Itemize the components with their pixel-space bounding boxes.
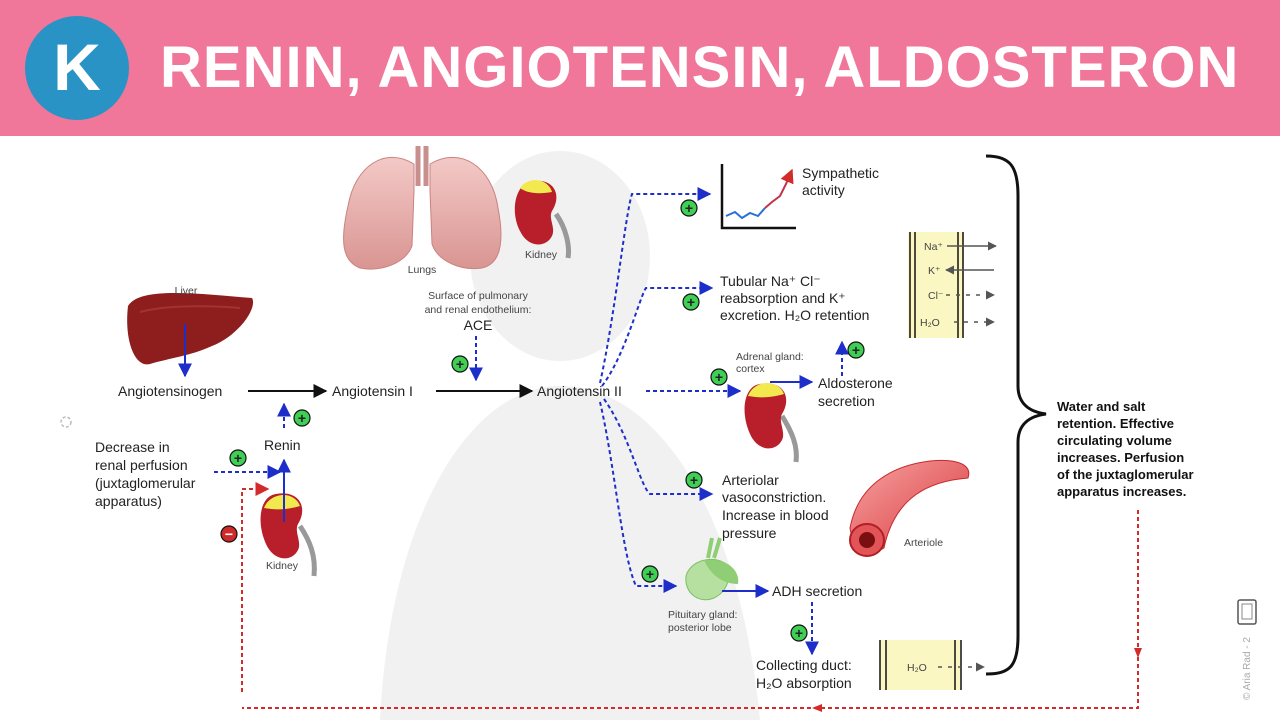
aldosterone-line1: Aldosterone <box>818 375 893 391</box>
svg-text:+: + <box>687 294 695 310</box>
copyright-watermark: © Aria Rad - 2 <box>1242 637 1253 700</box>
sympathetic-line1: Sympathetic <box>802 165 879 181</box>
adrenal-kidney-icon <box>744 382 799 463</box>
aldosterone-line2: secretion <box>818 393 875 409</box>
result-line2: retention. Effective <box>1057 416 1174 431</box>
lungs-icon <box>343 146 502 270</box>
feedback-loop-line <box>242 510 1139 709</box>
svg-text:−: − <box>225 526 233 542</box>
angiotensin2-branches <box>599 187 742 593</box>
minus-badge-feedback: − <box>220 525 238 543</box>
decrease-line2: renal perfusion <box>95 457 188 473</box>
page-title: RENIN, ANGIOTENSIN, ALDOSTERON <box>160 35 1240 100</box>
plus-badge-sympathetic: + <box>680 199 698 217</box>
pituitary-gland-icon <box>685 537 739 601</box>
arteriolar-line3: Increase in blood <box>722 507 829 523</box>
header-bar: K RENIN, ANGIOTENSIN, ALDOSTERON <box>0 0 1280 136</box>
lungs-label: Lungs <box>408 264 437 276</box>
svg-text:+: + <box>456 356 464 372</box>
feedback-to-kidney-arrow <box>241 482 270 692</box>
result-line6: apparatus increases. <box>1057 484 1186 499</box>
svg-text:+: + <box>298 410 306 426</box>
plus-badge-aldosterone: + <box>847 341 865 359</box>
svg-text:+: + <box>715 369 723 385</box>
plus-badge-adh: + <box>790 624 808 642</box>
surface-line1: Surface of pulmonary <box>428 290 529 302</box>
surface-line2: and renal endothelium: <box>425 304 532 316</box>
ion-k: K⁺ <box>928 265 941 277</box>
result-line1: Water and salt <box>1057 399 1146 414</box>
adrenal-line2: cortex <box>736 363 765 375</box>
ion-h2o-duct: H₂O <box>907 662 927 674</box>
pituitary-line2: posterior lobe <box>668 622 732 634</box>
renin-label: Renin <box>264 437 301 453</box>
angiotensinogen-label: Angiotensinogen <box>118 383 222 399</box>
kidney-top-icon <box>514 180 571 259</box>
tubule-ion-panel <box>908 232 997 338</box>
tubular-line2: reabsorption and K⁺ <box>720 290 846 306</box>
result-line4: increases. Perfusion <box>1057 450 1184 465</box>
kidney-bottom-label: Kidney <box>266 560 299 572</box>
tablet-icon[interactable] <box>1237 599 1257 625</box>
decrease-line1: Decrease in <box>95 439 170 455</box>
logo-k-icon: K <box>25 16 129 120</box>
logo-letter: K <box>53 30 101 104</box>
angiotensin2-label: Angiotensin II <box>537 383 622 399</box>
ion-h2o: H₂O <box>920 317 940 329</box>
sympathetic-graph-icon <box>720 164 796 230</box>
plus-badge-adrenal: + <box>710 368 728 386</box>
sympathetic-line2: activity <box>802 182 845 198</box>
ace-label: ACE <box>464 317 493 333</box>
ion-cl: Cl⁻ <box>928 290 944 302</box>
angiotensin1-label: Angiotensin I <box>332 383 413 399</box>
collecting-line1: Collecting duct: <box>756 657 852 673</box>
plus-badge-tubular: + <box>682 293 700 311</box>
plus-badge-pituitary: + <box>641 565 659 583</box>
svg-text:+: + <box>795 625 803 641</box>
feedback-down-arrowhead <box>1134 648 1142 658</box>
kidney-top-label: Kidney <box>525 249 558 261</box>
liver-label: Liver <box>175 285 198 297</box>
liver-icon <box>127 293 254 365</box>
kidney-bottom-icon <box>260 493 317 577</box>
arteriolar-line2: vasoconstriction. <box>722 489 826 505</box>
background-portrait <box>380 151 760 720</box>
plus-badge-ace: + <box>451 355 469 373</box>
ion-na: Na⁺ <box>924 241 943 253</box>
tubular-line1: Tubular Na⁺ Cl⁻ <box>720 273 821 289</box>
adh-label: ADH secretion <box>772 583 862 599</box>
svg-text:+: + <box>646 566 654 582</box>
arteriole-label: Arteriole <box>904 537 943 549</box>
tubular-line3: excretion. H₂O retention <box>720 307 869 323</box>
arteriole-icon <box>849 459 970 557</box>
adrenal-line1: Adrenal gland: <box>736 351 804 363</box>
plus-badge-renin: + <box>293 409 311 427</box>
arteriolar-line1: Arteriolar <box>722 472 779 488</box>
loading-spinner-icon <box>60 416 72 428</box>
duct-ion-panel <box>879 640 985 690</box>
svg-text:+: + <box>852 342 860 358</box>
svg-text:+: + <box>690 472 698 488</box>
result-line3: circulating volume <box>1057 433 1172 448</box>
arteriolar-line4: pressure <box>722 525 777 541</box>
pituitary-line1: Pituitary gland: <box>668 609 737 621</box>
diagram-area: Lungs Kidney Liver Surface of pulmonary … <box>0 136 1280 720</box>
collecting-line2: H₂O absorption <box>756 675 852 691</box>
summary-brace <box>985 154 1047 676</box>
plus-badge-perfusion: + <box>229 449 247 467</box>
plus-badge-arteriolar: + <box>685 471 703 489</box>
svg-text:+: + <box>685 200 693 216</box>
decrease-line3: (juxtaglomerular <box>95 475 196 491</box>
raas-diagram: Lungs Kidney Liver Surface of pulmonary … <box>60 146 1257 720</box>
decrease-line4: apparatus) <box>95 493 162 509</box>
result-line5: of the juxtaglomerular <box>1057 467 1194 482</box>
svg-text:+: + <box>234 450 242 466</box>
feedback-left-arrowhead <box>812 704 822 712</box>
